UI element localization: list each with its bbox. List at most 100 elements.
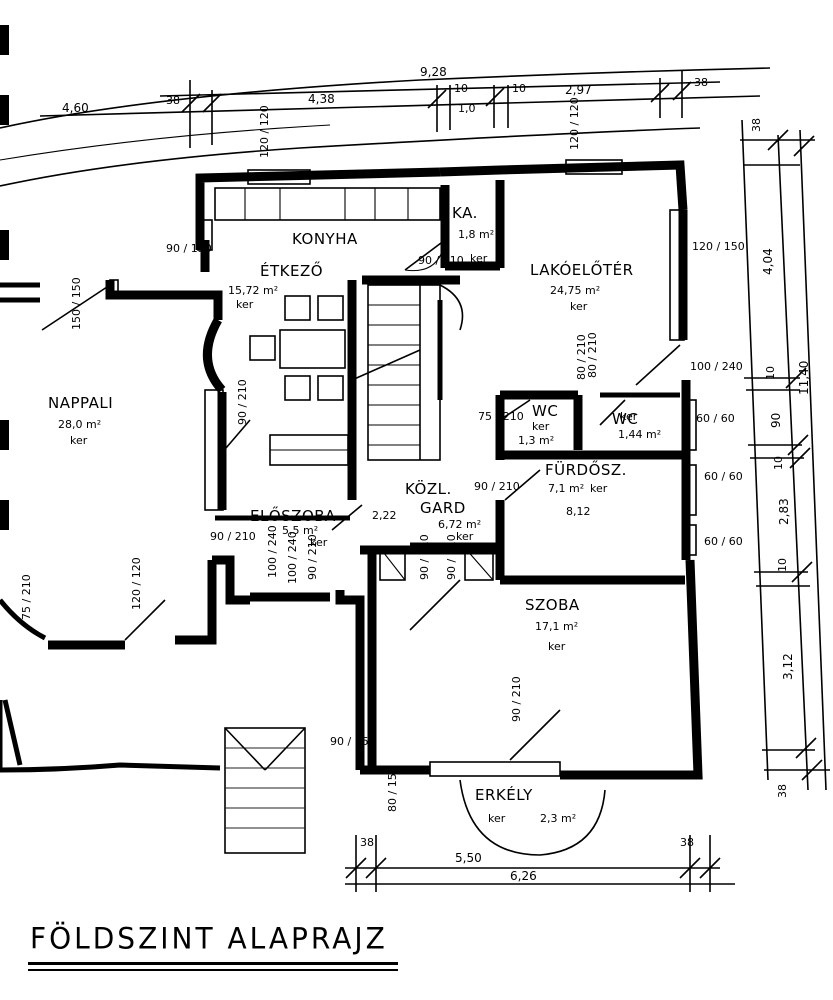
- entrance-steps: [0, 547, 494, 854]
- room-wc2: WC: [612, 410, 638, 428]
- opening-label: 90 / 210: [418, 254, 464, 267]
- opening-label: 90 / 210: [306, 534, 319, 580]
- opening-label: 60 / 60: [704, 470, 743, 483]
- room-erkely: ERKÉLY: [475, 785, 533, 804]
- room-lakoeloter-floor: ker: [570, 300, 588, 313]
- room-eloszoba: ELŐSZOBA: [250, 505, 336, 525]
- dim-right-90: 90: [769, 413, 783, 428]
- room-kamra-area: 1,8 m²: [458, 228, 494, 241]
- opening-label: 120 / 120: [130, 557, 143, 610]
- opening-label: 90 / 210: [474, 480, 520, 493]
- room-furdo-area: 7,1 m²: [548, 482, 584, 495]
- room-etkezo: ÉTKEZŐ: [260, 260, 323, 280]
- room-szoba-floor: ker: [548, 640, 566, 653]
- kitchen-furniture: [204, 187, 441, 511]
- dim-top-297: 2,97: [565, 83, 592, 97]
- room-gard-area: 6,72 m²: [438, 518, 481, 531]
- dim-top-438: 4,38: [308, 92, 335, 106]
- staircase: [351, 284, 464, 461]
- room-etkezo-area: 15,72 m²: [228, 284, 278, 297]
- room-nappali-floor: ker: [70, 434, 88, 447]
- opening-label: 100 / 240: [266, 525, 279, 578]
- opening-label: 100 / 240: [690, 360, 743, 373]
- room-erkely-area: 2,3 m²: [540, 812, 576, 825]
- dim-bottom-38b: 38: [680, 836, 694, 849]
- opening-label: 90 / 210: [418, 534, 431, 580]
- opening-label: 80 / 210: [586, 332, 599, 378]
- door-swings: [41, 239, 681, 856]
- room-furdo-floor: ker: [590, 482, 608, 495]
- dim-right-10a: 10: [764, 366, 777, 380]
- opening-label: 2,22: [372, 509, 397, 522]
- opening-label: 75 / 210: [478, 410, 524, 423]
- opening-annotations: 120 / 120 90 / 150 150 / 150 120 / 150 9…: [20, 97, 745, 812]
- dim-right-283: 2,83: [777, 498, 791, 525]
- dim-bottom-550: 5,50: [455, 851, 482, 865]
- dim-right-10b: 10: [772, 456, 785, 470]
- room-nappali-area: 28,0 m²: [58, 418, 101, 431]
- room-eloszoba-floor: ker: [310, 536, 328, 549]
- plan-title: FÖLDSZINT ALAPRAJZ: [30, 921, 388, 956]
- bottom-dimension-chain: 38 5,50 38 6,26: [345, 835, 735, 892]
- dim-top-10a: 10: [454, 82, 468, 95]
- opening-label: 8,12: [566, 505, 591, 518]
- opening-label: 120 / 150: [692, 240, 745, 253]
- room-wc2-floor: ker: [620, 410, 638, 423]
- opening-label: 90 / 210: [236, 379, 249, 425]
- dim-bottom-38a: 38: [360, 836, 374, 849]
- opening-label: 90 / 150: [166, 242, 212, 255]
- dim-right-10c: 10: [776, 558, 789, 572]
- exterior-walls: [0, 160, 703, 780]
- room-etkezo-floor: ker: [236, 298, 254, 311]
- interior-walls: [215, 180, 685, 770]
- room-gard: GARD: [420, 499, 466, 517]
- opening-label: 60 / 60: [696, 412, 735, 425]
- opening-label: 80 / 150: [386, 766, 399, 812]
- right-dimension-chain: 38 4,04 11,40 10 90 10 2,83 10 3,12 38: [740, 118, 830, 798]
- opening-label: 150 / 150: [70, 277, 83, 330]
- dim-top-10b: 10: [512, 82, 526, 95]
- opening-label: 90 / 210: [445, 534, 458, 580]
- dim-top-38b: 38: [694, 76, 708, 89]
- room-wc2-area: 1,44 m²: [618, 428, 661, 441]
- binder-holes: [0, 25, 9, 530]
- room-konyha: KONYHA: [292, 230, 358, 248]
- dim-top-10: 1,0: [458, 102, 476, 115]
- opening-label: 90 / 150: [330, 735, 376, 748]
- windows: [109, 159, 697, 777]
- room-lakoeloter-area: 24,75 m²: [550, 284, 600, 297]
- room-nappali: NAPPALI: [48, 394, 113, 412]
- dim-right-1140: 11,40: [797, 361, 811, 395]
- site-boundary-lines: [0, 67, 771, 187]
- dim-right-312: 3,12: [781, 653, 795, 680]
- room-szoba: SZOBA: [525, 596, 580, 614]
- room-wc1-area: 1,3 m²: [518, 434, 554, 447]
- room-wc1: WC: [532, 402, 558, 420]
- opening-label: 80 / 210: [575, 334, 588, 380]
- dim-top-total: 9,28: [420, 65, 447, 79]
- room-kamra: KA.: [452, 204, 478, 222]
- room-kozl: KÖZL.: [405, 479, 452, 498]
- room-lakoeloter: LAKÓELŐTÉR: [530, 259, 634, 279]
- dim-right-38: 38: [750, 118, 763, 132]
- title-underline: [28, 962, 398, 965]
- opening-label: 120 / 120: [258, 105, 271, 158]
- room-labels: KONYHA ÉTKEZŐ 15,72 m² ker KA. 1,8 m² ke…: [48, 204, 661, 825]
- room-erkely-floor: ker: [488, 812, 506, 825]
- room-gard-floor: ker: [456, 530, 474, 543]
- dim-bottom-626: 6,26: [510, 869, 537, 883]
- dim-right-404: 4,04: [761, 248, 775, 275]
- title-underline: [28, 969, 398, 971]
- room-eloszoba-area: 5,5 m²: [282, 524, 318, 537]
- opening-label: 90 / 210: [210, 530, 256, 543]
- top-dimension-chain: 9,28 4,60 38 4,38 10 1,0 10 2,97 38: [39, 65, 761, 148]
- dim-top-38a: 38: [166, 94, 180, 107]
- room-szoba-area: 17,1 m²: [535, 620, 578, 633]
- room-kamra-floor: ker: [470, 252, 488, 265]
- opening-label: 75 / 210: [20, 574, 33, 620]
- opening-label: 90 / 210: [510, 676, 523, 722]
- room-wc1-floor: ker: [532, 420, 550, 433]
- opening-label: 120 / 120: [568, 97, 581, 150]
- opening-label: 100 / 240: [286, 531, 299, 584]
